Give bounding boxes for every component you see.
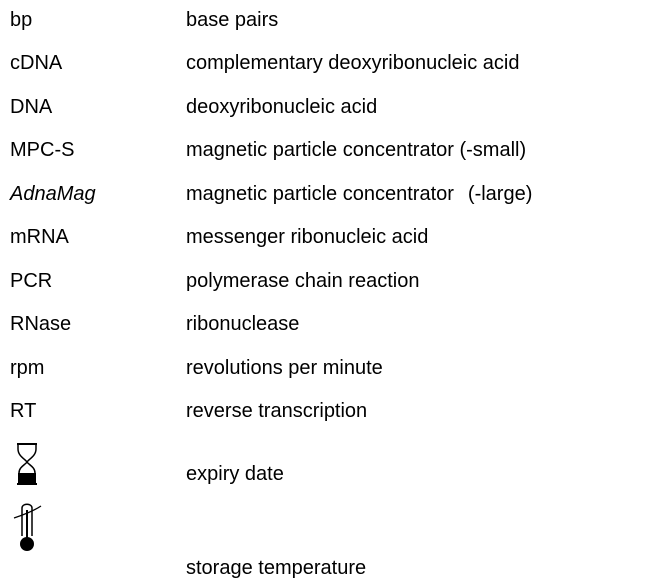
glossary-definition: expiry date	[186, 463, 284, 485]
hourglass-icon	[10, 440, 44, 494]
glossary-definition: deoxyribonucleic acid	[186, 96, 378, 118]
glossary-definition: reverse transcription	[186, 400, 368, 422]
glossary-term: PCR	[10, 270, 53, 292]
glossary-row: cDNA complementary deoxyribonucleic acid	[0, 51, 668, 91]
glossary-definition: messenger ribonucleic acid	[186, 226, 429, 248]
glossary-row: rpm revolutions per minute	[0, 356, 668, 396]
glossary-term: mRNA	[10, 226, 69, 248]
glossary-definition: base pairs	[186, 9, 279, 31]
glossary-row: bp base pairs	[0, 8, 668, 48]
glossary-term: RT	[10, 400, 37, 422]
glossary-row: mRNA messenger ribonucleic acid	[0, 225, 668, 265]
glossary-term: rpm	[10, 357, 45, 379]
glossary-definition: magnetic particle concentrator (-small)	[186, 139, 527, 161]
glossary-definition: revolutions per minute	[186, 357, 383, 379]
glossary-term: AdnaMag	[10, 183, 96, 205]
symbol-row-storage: storage temperature	[0, 500, 668, 579]
glossary-term: cDNA	[10, 52, 63, 74]
glossary-row: RNase ribonuclease	[0, 312, 668, 352]
glossary-row: RT reverse transcription	[0, 399, 668, 439]
glossary-term: bp	[10, 9, 33, 31]
thermometer-icon	[10, 500, 44, 554]
glossary-definition-main: magnetic particle concentrator	[186, 183, 454, 205]
glossary-row: MPC-S magnetic particle concentrator (-s…	[0, 138, 668, 178]
glossary-row: PCR polymerase chain reaction	[0, 269, 668, 309]
glossary-term: MPC-S	[10, 139, 75, 161]
glossary-definition: magnetic particle concentrator (-large)	[186, 182, 532, 206]
glossary-definition: storage temperature	[186, 557, 367, 579]
glossary-definition: polymerase chain reaction	[186, 270, 420, 292]
symbol-row-expiry: expiry date	[0, 440, 668, 500]
glossary-definition: ribonuclease	[186, 313, 300, 335]
glossary-term: DNA	[10, 96, 53, 118]
glossary-definition-suffix: (-large)	[467, 183, 533, 205]
glossary-definition: complementary deoxyribonucleic acid	[186, 52, 520, 74]
glossary-row: DNA deoxyribonucleic acid	[0, 95, 668, 135]
glossary-term: RNase	[10, 313, 72, 335]
glossary-row: AdnaMag magnetic particle concentrator (-…	[0, 182, 668, 222]
